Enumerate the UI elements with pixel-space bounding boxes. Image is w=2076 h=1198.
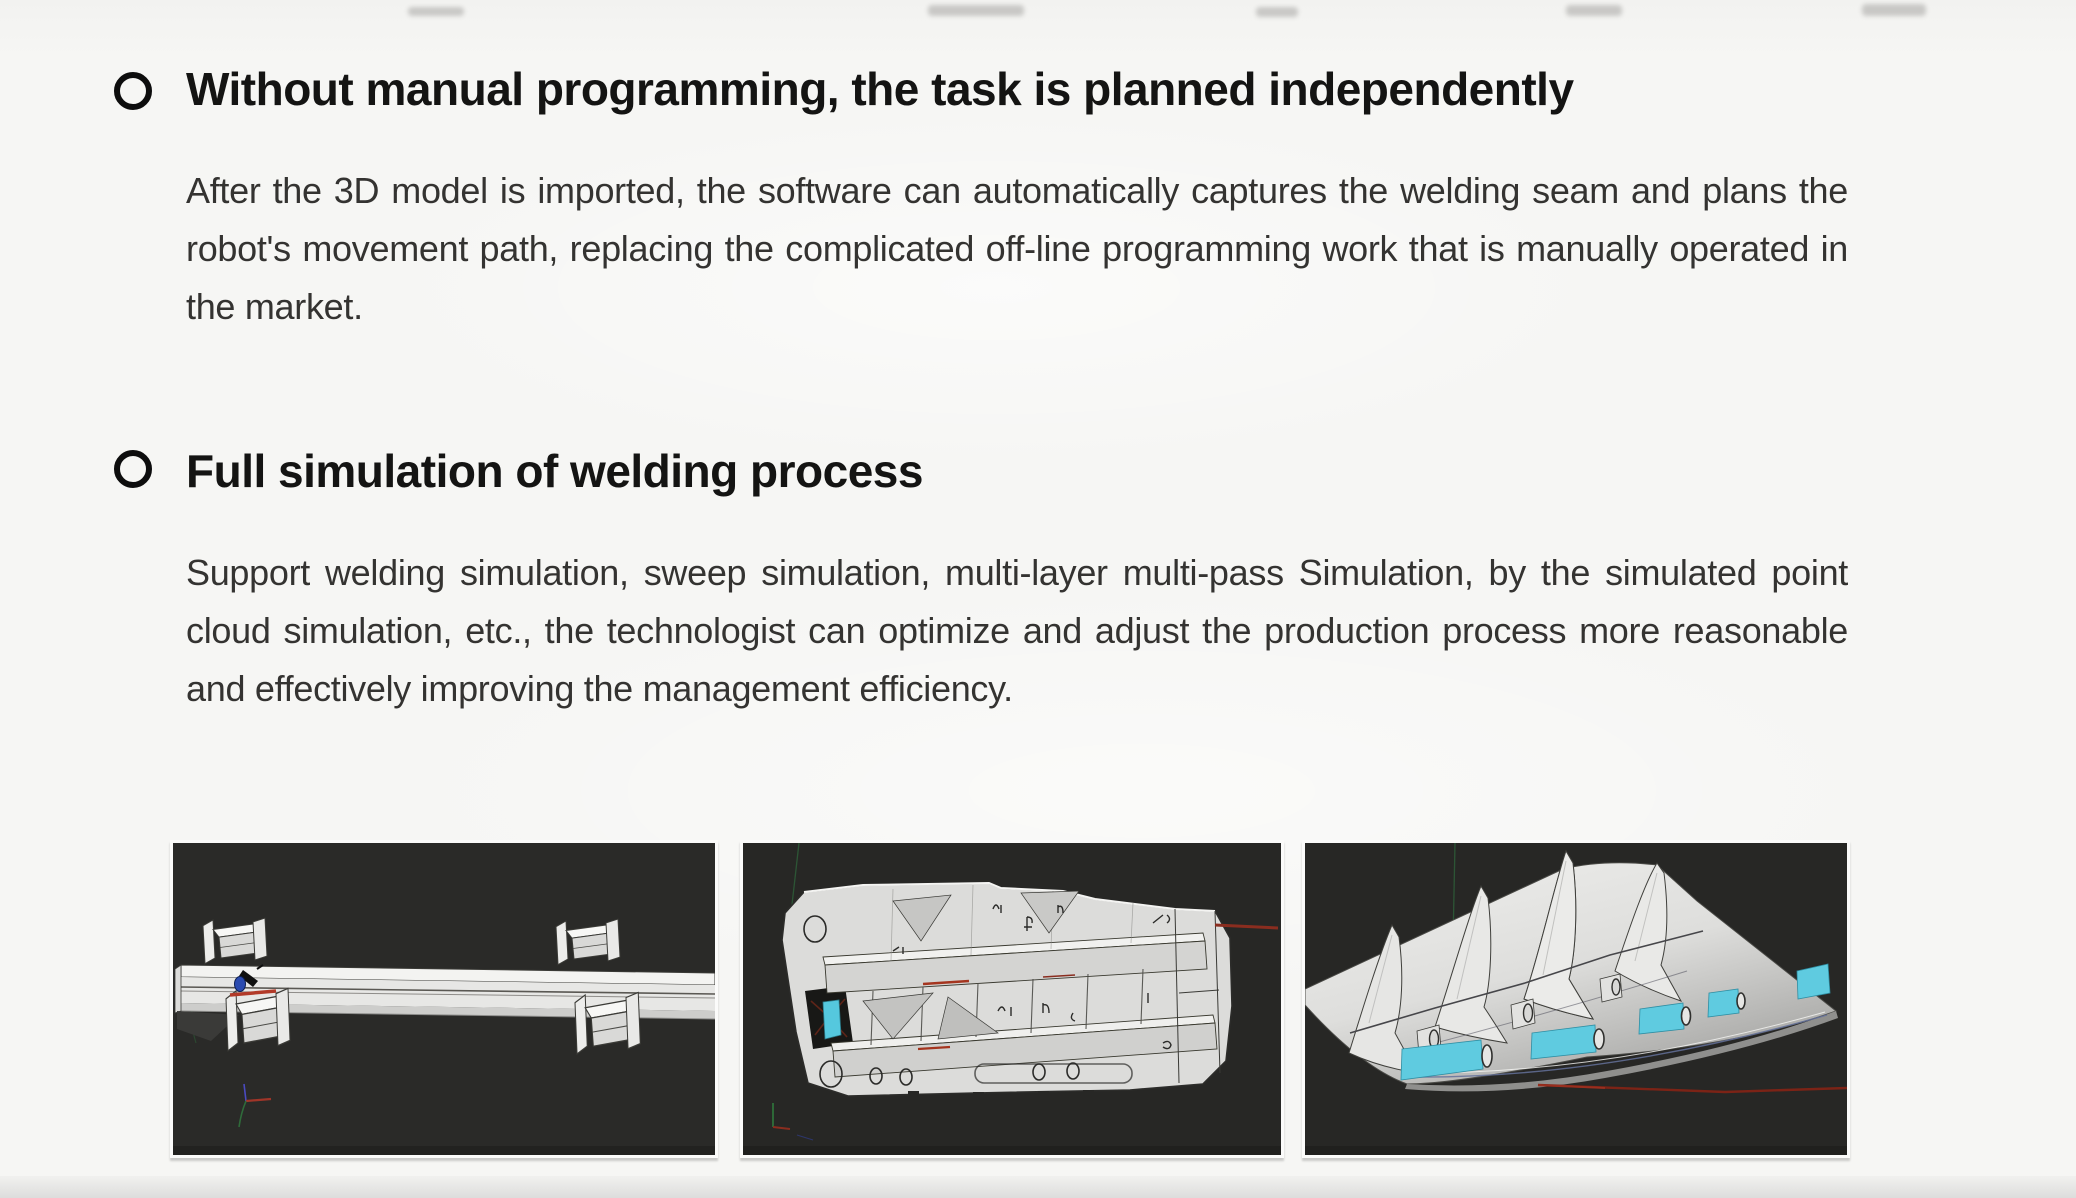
weld-torch <box>234 964 264 992</box>
axis-triad <box>238 1083 272 1128</box>
bullet-circle-icon <box>114 72 152 110</box>
top-edge-artifact <box>1566 5 1622 16</box>
ship-block-section-model-image <box>743 843 1281 1155</box>
gallery-image-curved-panel-model <box>1302 840 1850 1158</box>
top-edge-artifact <box>1862 4 1926 16</box>
feature-title: Full simulation of welding process <box>186 445 923 497</box>
curved-hull-panel-model-image <box>1305 843 1847 1155</box>
gallery-image-beam-weld-simulation <box>170 840 718 1158</box>
feature-paragraph: After the 3D model is imported, the soft… <box>186 170 1848 327</box>
axis-triad <box>772 1103 814 1141</box>
gallery-image-ship-block-model <box>740 840 1284 1158</box>
beam-stiffener-weld-simulation-image <box>173 843 715 1155</box>
top-edge-artifact <box>408 7 464 16</box>
bullet-circle-icon <box>114 450 152 488</box>
top-edge-artifact <box>928 5 1024 16</box>
page-bottom-band <box>0 1176 2076 1198</box>
feature-paragraph: Support welding simulation, sweep simula… <box>186 552 1848 709</box>
top-edge-artifact <box>1256 7 1298 17</box>
feature-title: Without manual programming, the task is … <box>186 63 1574 115</box>
